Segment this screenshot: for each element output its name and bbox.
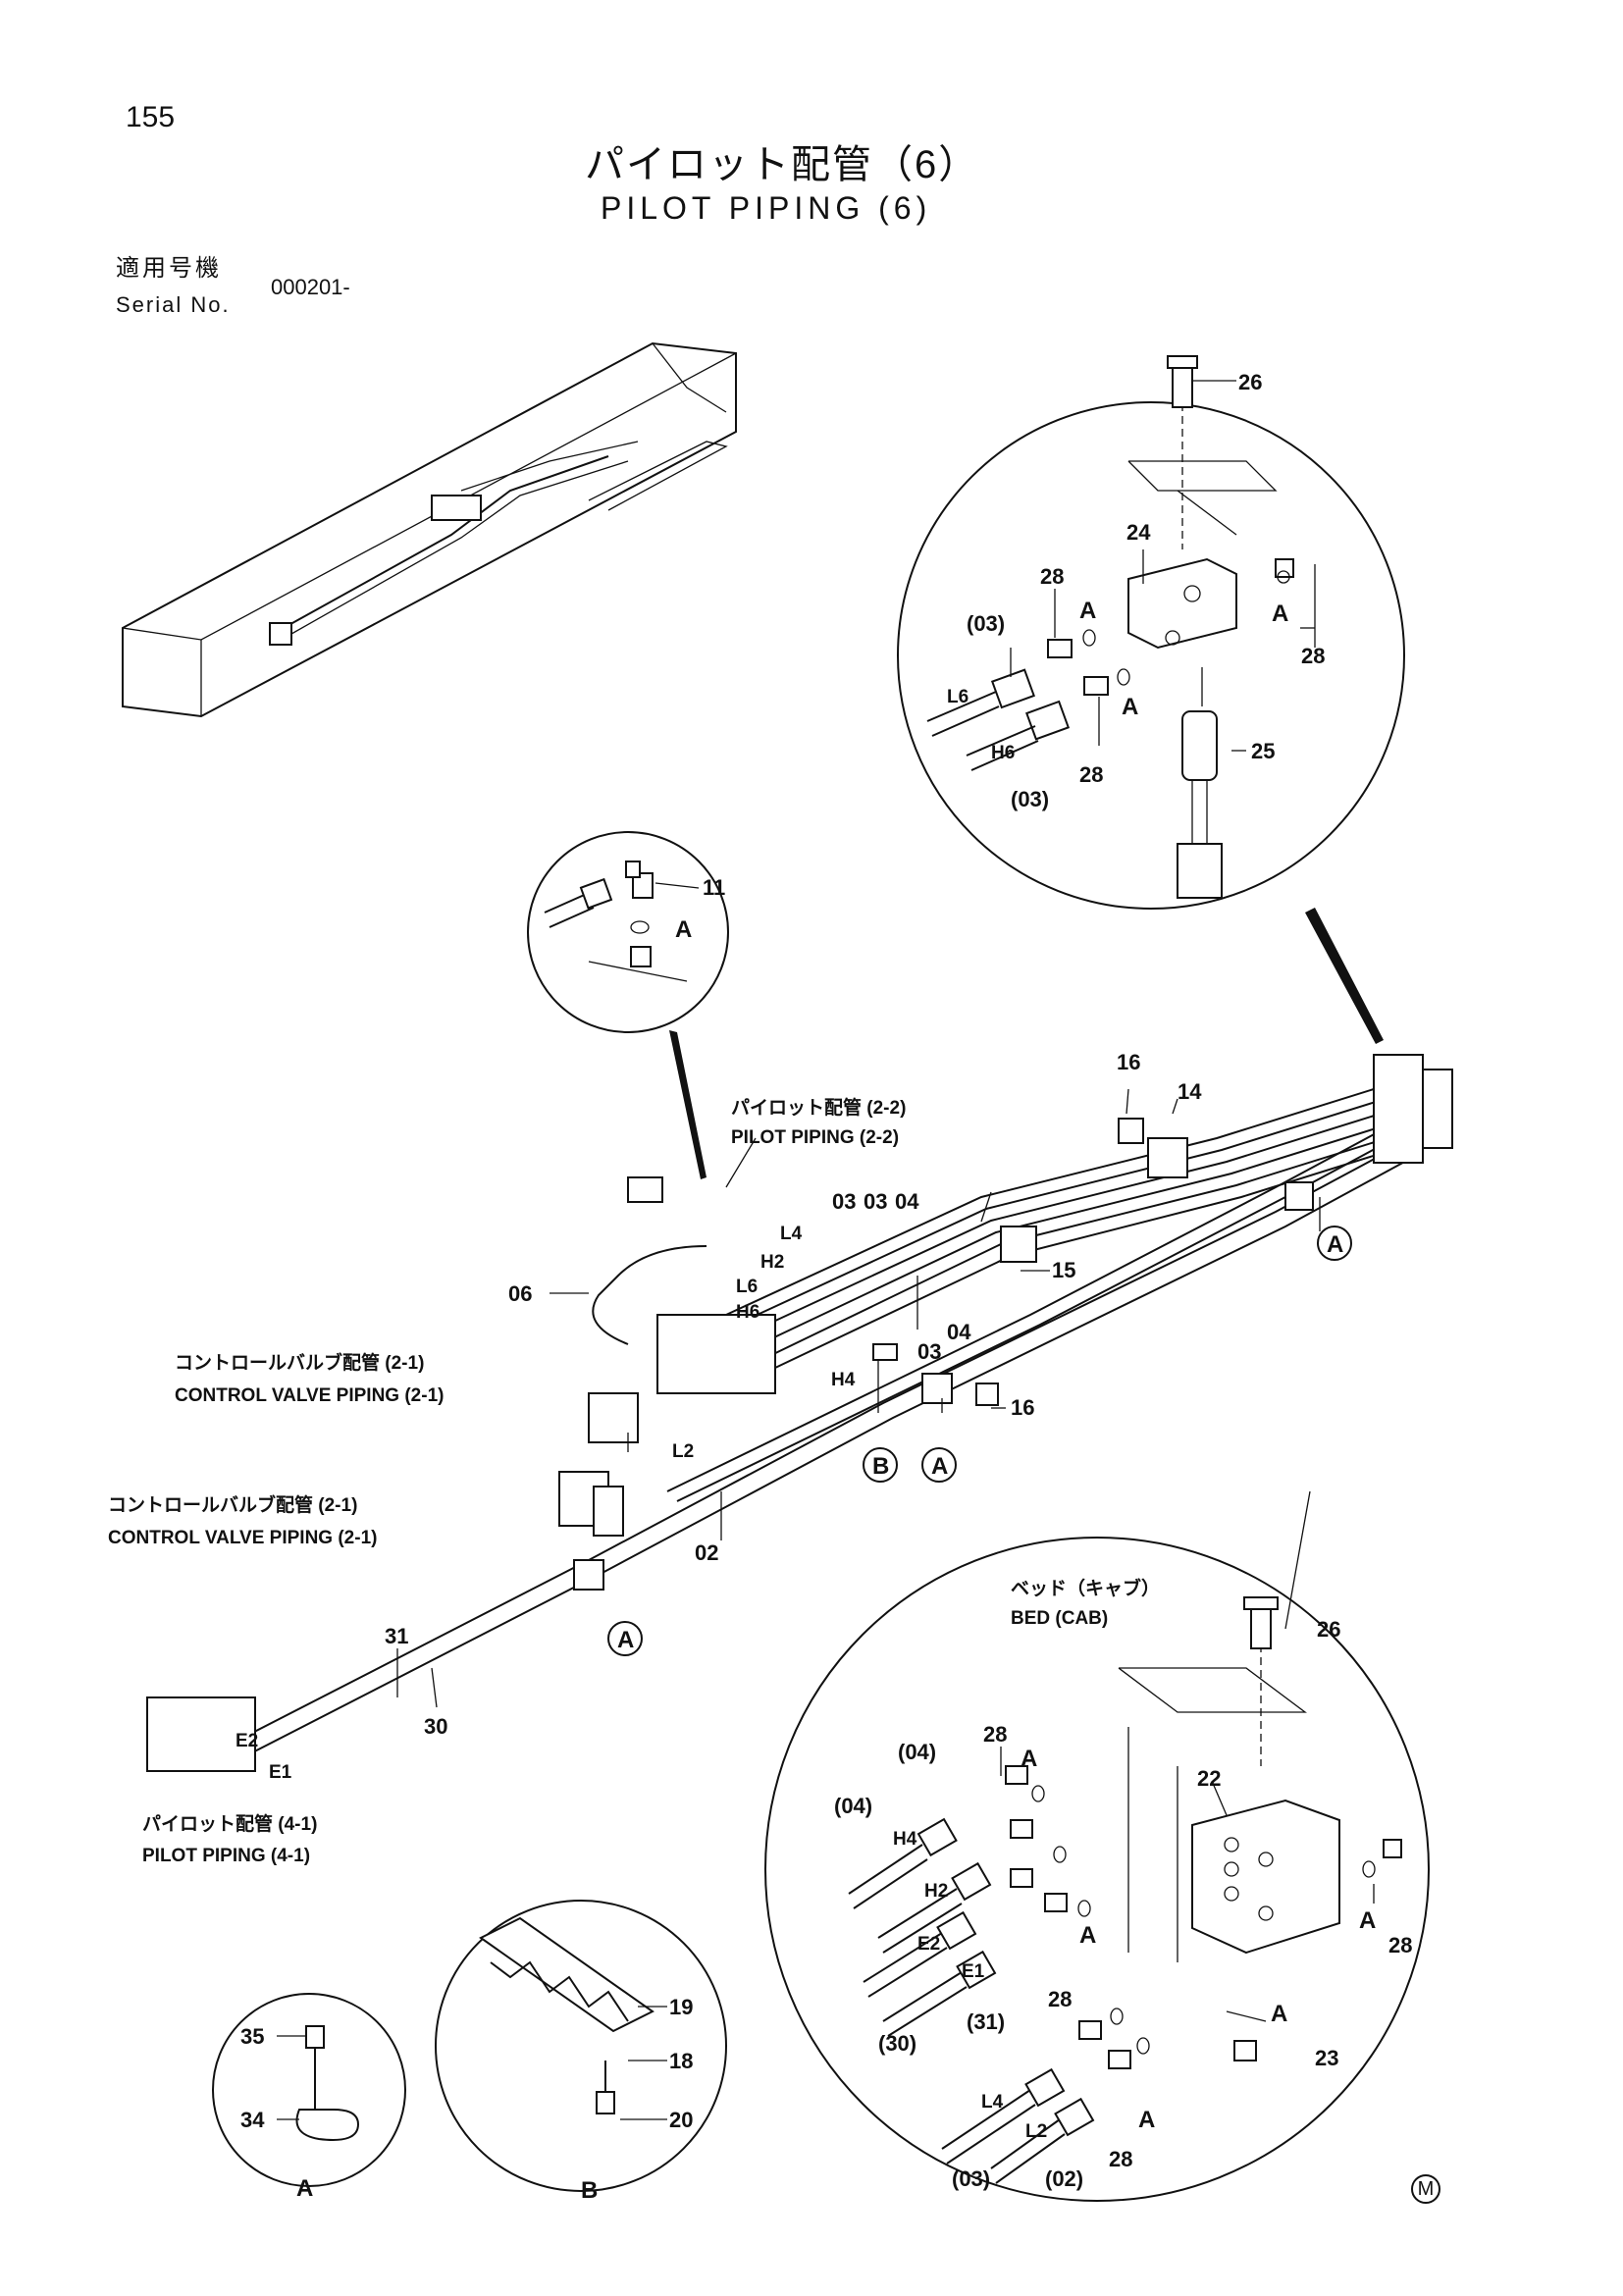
callout-03: (03) <box>1011 787 1049 811</box>
callout-15: 15 <box>1052 1258 1075 1282</box>
page-title-en: PILOT PIPING (6) <box>601 190 932 226</box>
page-number: 155 <box>126 101 176 133</box>
callout-04: 04 <box>895 1189 919 1214</box>
circled-refs <box>607 1226 1352 1656</box>
callout-28: 28 <box>1040 564 1064 589</box>
callout-23: 23 <box>1315 2046 1338 2070</box>
callout-31: (31) <box>967 2009 1005 2034</box>
label-pilot-piping-41-en: PILOT PIPING (4-1) <box>142 1846 310 1866</box>
ref-a: A <box>1021 1746 1037 1772</box>
callout-20: 20 <box>669 2108 693 2132</box>
callout-34: 34 <box>240 2108 265 2132</box>
label-h2: H2 <box>924 1881 948 1902</box>
machine-overview <box>122 341 737 718</box>
callout-22: 22 <box>1197 1766 1221 1791</box>
callout-28: 28 <box>1301 644 1325 668</box>
detail-circle-bottom-right <box>764 1490 1430 2202</box>
callout-24: 24 <box>1126 520 1151 545</box>
main-harness <box>146 1054 1453 1772</box>
label-h6: H6 <box>991 743 1015 763</box>
ref-a: A <box>1079 598 1096 624</box>
callout-19: 19 <box>669 1995 693 2019</box>
ref-a: A <box>1079 1922 1096 1949</box>
label-bed-cab-en: BED (CAB) <box>1011 1608 1108 1629</box>
label-h4: H4 <box>831 1370 856 1390</box>
ref-a: A <box>1122 694 1138 720</box>
callout-18: 18 <box>669 2049 693 2073</box>
callout-30: (30) <box>878 2031 916 2056</box>
label-l2: L2 <box>1025 2121 1047 2142</box>
callout-16: 16 <box>1011 1395 1034 1420</box>
callout-03: 03 <box>864 1189 887 1214</box>
circled-ref-b: B <box>872 1453 889 1480</box>
serial-value: 000201- <box>271 275 350 299</box>
callout-26: 26 <box>1317 1617 1340 1642</box>
callout-04: (04) <box>834 1794 872 1818</box>
callout-25: 25 <box>1251 739 1275 763</box>
label-pilot-piping-22-en: PILOT PIPING (2-2) <box>731 1127 899 1148</box>
ref-a: A <box>1138 2107 1155 2133</box>
label-bed-cab-jp: ベッド（キャブ） <box>1011 1577 1160 1599</box>
detail-circle-a <box>212 1993 406 2187</box>
label-control-valve-jp: コントロールバルブ配管 (2-1) <box>108 1493 357 1516</box>
label-e2: E2 <box>236 1731 258 1751</box>
label-pilot-piping-41-jp: パイロット配管 (4-1) <box>142 1812 317 1835</box>
serial-label-en: Serial No. <box>116 292 231 317</box>
detail-label-b: B <box>581 2177 598 2204</box>
callout-30: 30 <box>424 1714 447 1739</box>
callout-03: 03 <box>832 1189 856 1214</box>
page-title-jp: パイロット配管（6） <box>585 143 980 186</box>
callout-26: 26 <box>1238 370 1262 394</box>
callout-06: 06 <box>508 1281 532 1306</box>
label-e1: E1 <box>962 1961 985 1982</box>
detail-label-a: A <box>296 2175 313 2202</box>
label-control-valve-en: CONTROL VALVE PIPING (2-1) <box>108 1528 377 1548</box>
callout-11: 11 <box>703 875 725 900</box>
label-l4: L4 <box>981 2092 1004 2113</box>
callout-16: 16 <box>1117 1050 1140 1074</box>
ref-a: A <box>675 916 692 943</box>
callout-04: 04 <box>947 1320 971 1344</box>
label-e2: E2 <box>917 1934 940 1955</box>
callout-02: 02 <box>695 1540 718 1565</box>
circled-ref-a: A <box>931 1453 948 1480</box>
callout-02: (02) <box>1045 2166 1083 2191</box>
ref-a: A <box>1272 600 1288 627</box>
callout-28: 28 <box>1048 1987 1072 2011</box>
callout-03: 03 <box>917 1339 941 1364</box>
callout-31: 31 <box>385 1624 408 1648</box>
label-pilot-piping-22-jp: パイロット配管 (2-2) <box>731 1096 906 1119</box>
label-l6: L6 <box>736 1277 758 1297</box>
detail-circle-b <box>435 1900 727 2192</box>
callout-04: (04) <box>898 1740 936 1764</box>
callout-28: 28 <box>1079 762 1103 787</box>
label-e1: E1 <box>269 1762 292 1783</box>
label-h4: H4 <box>893 1829 917 1850</box>
label-control-valve-en: CONTROL VALVE PIPING (2-1) <box>175 1385 444 1406</box>
callout-35: 35 <box>240 2024 264 2049</box>
serial-label-jp: 適用号機 <box>116 255 222 282</box>
callout-28: 28 <box>1388 1933 1412 1957</box>
callout-03: (03) <box>967 611 1005 636</box>
label-control-valve-jp: コントロールバルブ配管 (2-1) <box>175 1351 424 1374</box>
ref-a: A <box>1359 1907 1376 1934</box>
callout-28: 28 <box>983 1722 1007 1747</box>
label-l6: L6 <box>947 687 969 707</box>
callout-14: 14 <box>1178 1079 1202 1104</box>
label-l2: L2 <box>672 1441 694 1462</box>
label-h6: H6 <box>736 1302 759 1323</box>
callout-03: (03) <box>952 2166 990 2191</box>
circled-ref-a: A <box>617 1627 634 1653</box>
callout-28: 28 <box>1109 2147 1132 2171</box>
circled-ref-a: A <box>1327 1231 1343 1258</box>
ref-a: A <box>1271 2001 1287 2027</box>
label-h2: H2 <box>760 1252 784 1273</box>
manufacturer-mark: M <box>1411 2174 1440 2204</box>
label-l4: L4 <box>780 1224 803 1244</box>
leader-lines <box>396 1088 1321 1708</box>
detail-circle-small <box>527 831 729 1179</box>
detail-circle-top-right <box>897 355 1405 1044</box>
